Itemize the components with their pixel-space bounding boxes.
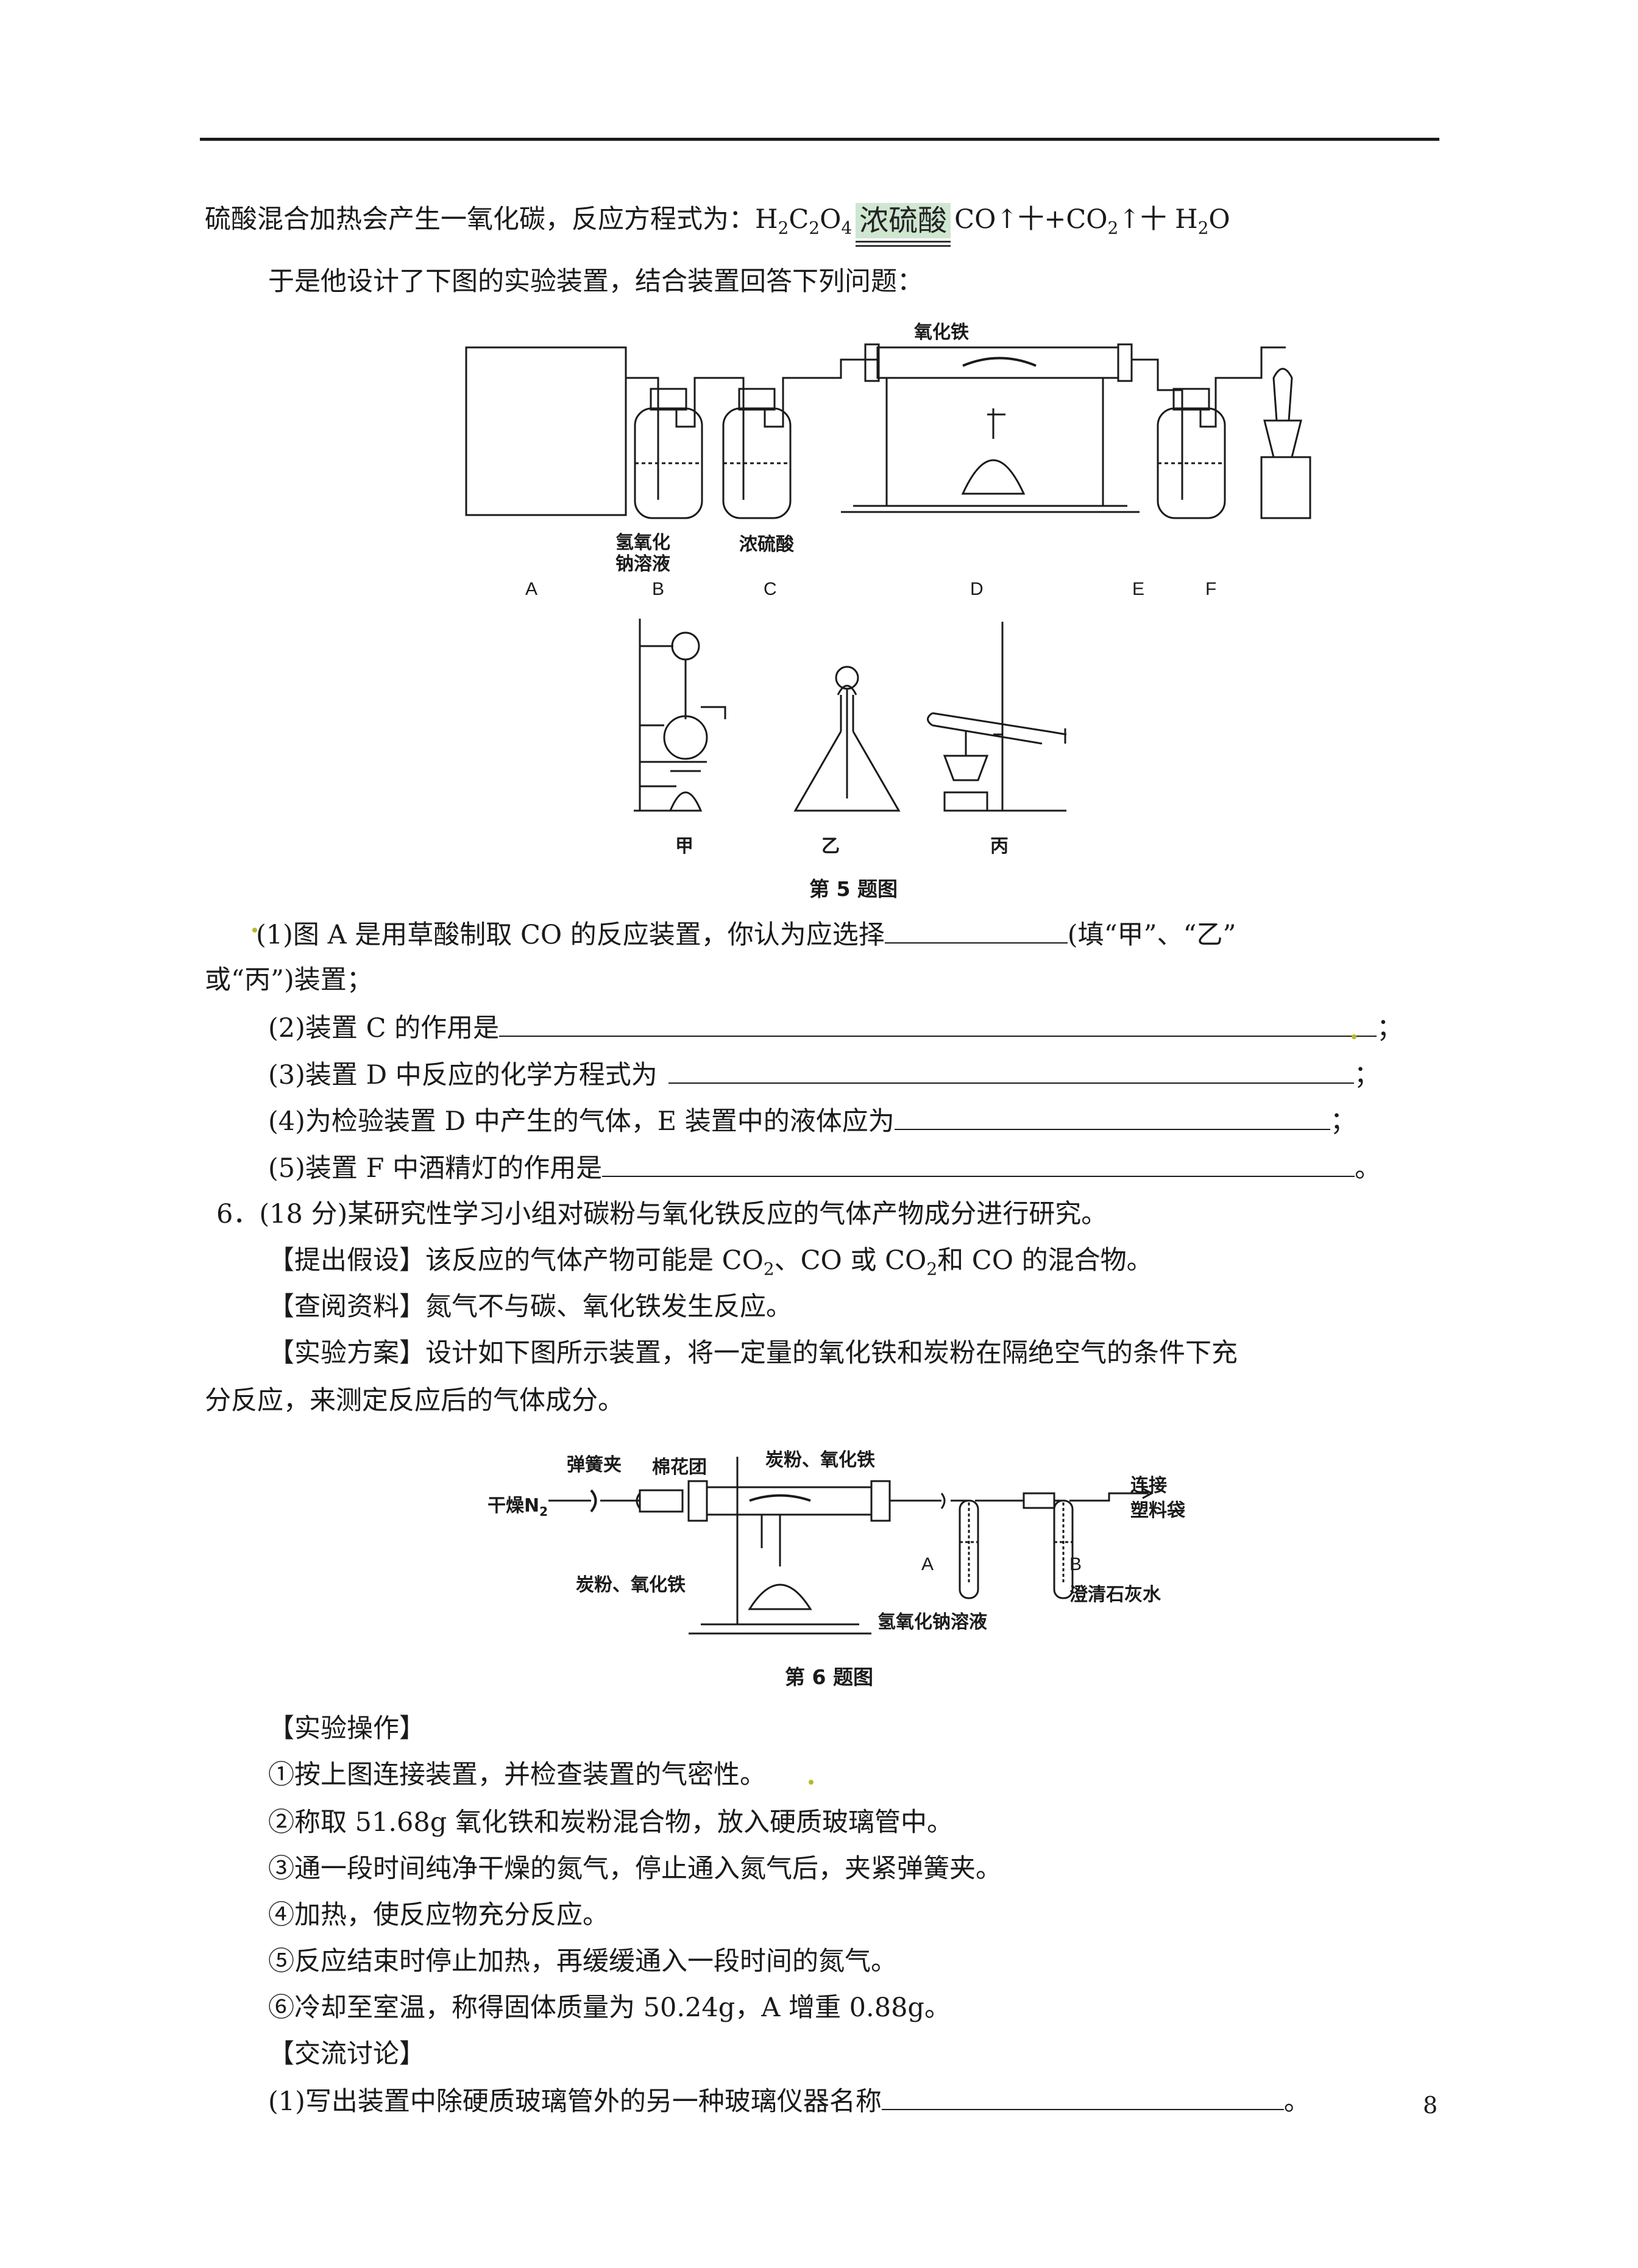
fig5-letter-c: C — [764, 579, 777, 599]
fig6-label-powder-left: 炭粉、氧化铁 — [576, 1574, 686, 1596]
q5-question-2: (2)装置 C 的作用是； — [268, 1009, 1403, 1047]
q5-question-3: (3)装置 D 中反应的化学方程式为； — [268, 1056, 1380, 1093]
answer-blank-6[interactable] — [881, 2082, 1284, 2110]
q5-design-text: 于是他设计了下图的实验装置，结合装置回答下列问题： — [268, 266, 923, 297]
fig6-label-naoh: 氢氧化钠溶液 — [878, 1612, 987, 1633]
q5-question-4: (4)为检验装置 D 中产生的气体，E 装置中的液体应为； — [268, 1102, 1356, 1140]
answer-blank-3[interactable] — [668, 1056, 1354, 1084]
fig6-label-b: B — [1069, 1554, 1082, 1574]
q5-question-1a: (1)图 A 是用草酸制取 CO 的反应装置，你认为应选择(填“甲”、“乙” — [256, 915, 1236, 953]
fig6-label-limewater: 澄清石灰水 — [1069, 1584, 1161, 1605]
ops-step-1: ①按上图连接装置，并检查装置的气密性。 — [268, 1760, 766, 1790]
ops-title: 【实验操作】 — [268, 1713, 425, 1744]
fig6-label-a: A — [921, 1554, 934, 1574]
fig5-letter-b: B — [652, 579, 665, 599]
ops-step-6: ⑥冷却至室温，称得固体质量为 50.24g，A 增重 0.88g。 — [268, 1992, 951, 2023]
page-number: 8 — [1423, 2092, 1438, 2119]
fig5-label-iron-oxide: 氧化铁 — [914, 322, 969, 343]
fig5-letter-e: E — [1132, 579, 1145, 599]
q6-heading: 6．(18 分)某研究性学习小组对碳粉与氧化铁反应的气体产物成分进行研究。 — [216, 1199, 1108, 1229]
fig5-letter-a: A — [525, 579, 538, 599]
ops-step-3: ③通一段时间纯净干燥的氮气，停止通入氮气后，夹紧弹簧夹。 — [268, 1854, 1002, 1884]
fig5-caption: 第 5 题图 — [809, 877, 898, 901]
ops-step-4: ④加热，使反应物充分反应。 — [268, 1900, 609, 1930]
fig6-label-dry-n2: 干燥N2 — [488, 1495, 548, 1519]
fig5-label-conc-acid: 浓硫酸 — [739, 534, 794, 555]
fig6-label-connect-1: 连接 — [1130, 1475, 1167, 1496]
q6-reference: 【查阅资料】氮气不与碳、氧化铁发生反应。 — [268, 1292, 792, 1322]
dot-marker — [809, 1780, 814, 1785]
fig5-alternatives — [628, 610, 1091, 823]
fig6-caption: 第 6 题图 — [785, 1665, 873, 1689]
q5-question-1b: 或“丙”)装置； — [205, 965, 373, 995]
fig5-letter-f: F — [1205, 579, 1217, 599]
fig6-label-clip: 弹簧夹 — [567, 1454, 622, 1476]
header-rule — [200, 138, 1439, 141]
q6-plan-b: 分反应，来测定反应后的气体成分。 — [205, 1385, 624, 1416]
fig5-label-naoh-1: 氢氧化 — [615, 532, 670, 553]
answer-blank-2[interactable] — [499, 1009, 1377, 1037]
fig5-apparatus — [457, 317, 1408, 536]
fig6-label-powder-top: 炭粉、氧化铁 — [765, 1449, 875, 1471]
answer-blank-4[interactable] — [894, 1102, 1330, 1130]
fig5-label-naoh-2: 钠溶液 — [615, 553, 670, 575]
fig6-label-connect-2: 塑料袋 — [1130, 1500, 1185, 1521]
fig5-alt-bing: 丙 — [990, 836, 1009, 857]
q6-plan-a: 【实验方案】设计如下图所示装置，将一定量的氧化铁和炭粉在隔绝空气的条件下充 — [268, 1338, 1238, 1368]
fig5-alt-jia: 甲 — [675, 836, 693, 857]
ops-step-2: ②称取 51.68g 氧化铁和炭粉混合物，放入硬质玻璃管中。 — [268, 1807, 953, 1838]
ops-step-5: ⑤反应结束时停止加热，再缓缓通入一段时间的氮气。 — [268, 1946, 897, 1977]
fig5-alt-yi: 乙 — [821, 836, 840, 857]
disc-question-1: (1)写出装置中除硬质玻璃管外的另一种玻璃仪器名称。 — [268, 2082, 1310, 2120]
answer-blank-1[interactable] — [884, 915, 1068, 944]
catalyst-condition: 浓硫酸 — [856, 202, 951, 247]
q5-question-5: (5)装置 F 中酒精灯的作用是。 — [268, 1149, 1381, 1187]
fig6-label-cotton: 棉花团 — [652, 1457, 707, 1478]
fig5-letter-d: D — [970, 579, 984, 599]
q6-hypothesis: 【提出假设】该反应的气体产物可能是 CO2、CO 或 CO2和 CO 的混合物。 — [268, 1245, 1153, 1279]
dot-marker — [252, 928, 257, 933]
answer-blank-5[interactable] — [602, 1149, 1355, 1177]
disc-title: 【交流讨论】 — [268, 2039, 425, 2069]
fig6-apparatus — [548, 1445, 1219, 1646]
dot-marker — [1352, 1034, 1356, 1039]
